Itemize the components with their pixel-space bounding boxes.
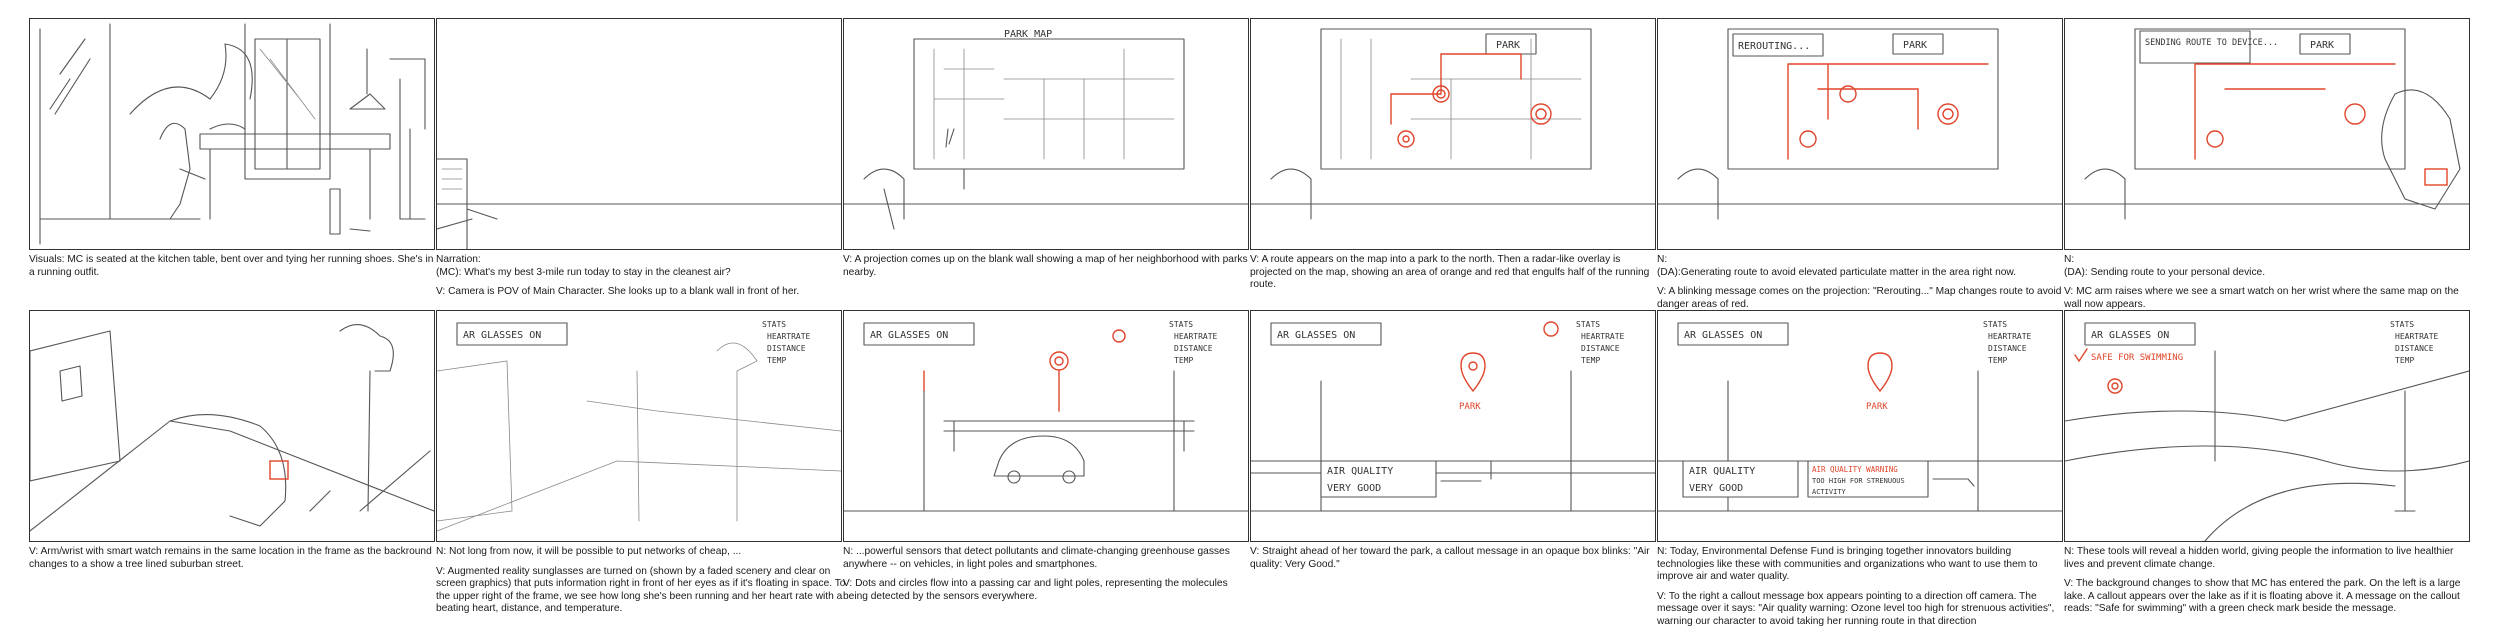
route-map-sketch: PARK: [1251, 28, 1655, 220]
stats-distance: DISTANCE: [1174, 344, 1213, 353]
panel-7-caption: V: Arm/wrist with smart watch remains in…: [29, 546, 439, 578]
caption-line: V: To the right a callout message box ap…: [1657, 590, 2055, 627]
caption-line: V: Arm/wrist with smart watch remains in…: [29, 546, 432, 570]
stats-temp: TEMP: [1581, 356, 1600, 365]
caption-line: V: Straight ahead of her toward the park…: [1250, 546, 1650, 570]
caption-line: N: ...powerful sensors that detect pollu…: [843, 546, 1230, 570]
map-title: PARK MAP: [1004, 29, 1052, 40]
stats-temp: TEMP: [1174, 356, 1193, 365]
air-quality-sketch: AR GLASSES ON STATS HEARTRATE DISTANCE T…: [1251, 320, 1655, 512]
caption-line: N: Today, Environmental Defense Fund is …: [1657, 546, 2038, 583]
stats-title: STATS: [762, 320, 786, 329]
stats-distance: DISTANCE: [2395, 344, 2434, 353]
caption-line: V: Dots and circles flow into a passing …: [843, 578, 1228, 602]
panel-4-caption: V: A route appears on the map into a par…: [1250, 254, 1660, 299]
street-sketch: [30, 324, 434, 532]
caption-line: N: (DA): Sending route to your personal …: [2064, 254, 2266, 278]
caption-line: N: Not long from now, it will be possibl…: [436, 546, 742, 557]
stats-heartrate: HEARTRATE: [1174, 332, 1218, 341]
panel-3-caption: V: A projection comes up on the blank wa…: [843, 254, 1253, 286]
park-map-sketch: PARK MAP: [844, 29, 1248, 230]
panel-12-frame: AR GLASSES ON STATS HEARTRATE DISTANCE T…: [2064, 310, 2470, 542]
sensors-sketch: AR GLASSES ON STATS HEARTRATE DISTANCE T…: [844, 320, 1248, 512]
caption-line: Narration: (MC): What's my best 3-mile r…: [436, 254, 731, 278]
panel-10-frame: AR GLASSES ON STATS HEARTRATE DISTANCE T…: [1250, 310, 1656, 542]
rerouting-message: REROUTING...: [1738, 41, 1810, 52]
panel-11-caption: N: Today, Environmental Defense Fund is …: [1657, 546, 2067, 636]
panel-5-caption: N: (DA):Generating route to avoid elevat…: [1657, 254, 2067, 318]
map-label: PARK: [1496, 40, 1520, 51]
callout-line-1: AIR QUALITY: [1689, 466, 1755, 477]
warning-line-1: AIR QUALITY WARNING: [1812, 465, 1898, 474]
stats-title: STATS: [1983, 320, 2007, 329]
panel-10-caption: V: Straight ahead of her toward the park…: [1250, 546, 1660, 578]
pin-label: PARK: [1459, 402, 1481, 412]
stats-heartrate: HEARTRATE: [2395, 332, 2439, 341]
caption-line: N: (DA):Generating route to avoid elevat…: [1657, 254, 2017, 278]
lake-sketch: AR GLASSES ON STATS HEARTRATE DISTANCE T…: [2065, 320, 2469, 541]
map-label: PARK: [1903, 40, 1927, 51]
panel-9-frame: AR GLASSES ON STATS HEARTRATE DISTANCE T…: [843, 310, 1249, 542]
caption-line: N: These tools will reveal a hidden worl…: [2064, 546, 2454, 570]
panel-1-caption: Visuals: MC is seated at the kitchen tab…: [29, 254, 439, 286]
panel-2-frame: [436, 18, 842, 250]
caption-line: V: Augmented reality sunglasses are turn…: [436, 565, 846, 615]
panel-1-frame: [29, 18, 435, 250]
caption-line: V: A blinking message comes on the proje…: [1657, 286, 2062, 310]
stats-temp: TEMP: [1988, 356, 2007, 365]
hud-label: AR GLASSES ON: [870, 330, 948, 341]
hud-label: AR GLASSES ON: [463, 330, 541, 341]
warning-line-2: TOO HIGH FOR STRENUOUS: [1812, 477, 1905, 485]
caption-line: V: The background changes to show that M…: [2064, 578, 2461, 615]
panel-4-frame: PARK: [1250, 18, 1656, 250]
caption-line: V: Camera is POV of Main Character. She …: [436, 286, 800, 298]
stats-heartrate: HEARTRATE: [767, 332, 811, 341]
callout-line-2: VERY GOOD: [1327, 483, 1381, 494]
pin-label: PARK: [1866, 402, 1888, 412]
panel-2-caption: Narration: (MC): What's my best 3-mile r…: [436, 254, 846, 306]
air-warning-sketch: AR GLASSES ON STATS HEARTRATE DISTANCE T…: [1658, 320, 2062, 512]
panel-5-frame: REROUTING... PARK: [1657, 18, 2063, 250]
caption-line: Visuals: MC is seated at the kitchen tab…: [29, 254, 434, 278]
kitchen-sketch: [39, 23, 426, 245]
hud-label: AR GLASSES ON: [1684, 330, 1762, 341]
panel-11-frame: AR GLASSES ON STATS HEARTRATE DISTANCE T…: [1657, 310, 2063, 542]
panel-8-caption: N: Not long from now, it will be possibl…: [436, 546, 846, 623]
blank-wall-sketch: [437, 158, 841, 249]
stats-heartrate: HEARTRATE: [1581, 332, 1625, 341]
stats-temp: TEMP: [2395, 356, 2414, 365]
stats-heartrate: HEARTRATE: [1988, 332, 2032, 341]
sending-message: SENDING ROUTE TO DEVICE...: [2145, 38, 2278, 48]
panel-7-frame: [29, 310, 435, 542]
callout-line-2: VERY GOOD: [1689, 483, 1743, 494]
panel-9-caption: N: ...powerful sensors that detect pollu…: [843, 546, 1253, 610]
sending-route-sketch: SENDING ROUTE TO DEVICE... PARK: [2065, 28, 2469, 220]
hud-label: AR GLASSES ON: [1277, 330, 1355, 341]
callout-line-1: AIR QUALITY: [1327, 466, 1393, 477]
hud-label: AR GLASSES ON: [2091, 330, 2169, 341]
stats-distance: DISTANCE: [1581, 344, 1620, 353]
warning-line-3: ACTIVITY: [1812, 488, 1847, 496]
rerouting-map-sketch: REROUTING... PARK: [1658, 28, 2062, 220]
panel-6-frame: SENDING ROUTE TO DEVICE... PARK: [2064, 18, 2470, 250]
caption-line: V: A route appears on the map into a par…: [1250, 254, 1650, 291]
ar-glasses-sketch: AR GLASSES ON STATS HEARTRATE DISTANCE T…: [437, 320, 841, 532]
panel-6-caption: N: (DA): Sending route to your personal …: [2064, 254, 2474, 318]
stats-title: STATS: [1169, 320, 1193, 329]
stats-temp: TEMP: [767, 356, 786, 365]
stats-distance: DISTANCE: [1988, 344, 2027, 353]
panel-3-frame: PARK MAP: [843, 18, 1249, 250]
swim-message: SAFE FOR SWIMMING: [2091, 353, 2183, 363]
panel-8-frame: AR GLASSES ON STATS HEARTRATE DISTANCE T…: [436, 310, 842, 542]
caption-line: V: A projection comes up on the blank wa…: [843, 254, 1248, 278]
stats-title: STATS: [1576, 320, 1600, 329]
caption-line: V: MC arm raises where we see a smart wa…: [2064, 286, 2459, 310]
stats-title: STATS: [2390, 320, 2414, 329]
stats-distance: DISTANCE: [767, 344, 806, 353]
map-label: PARK: [2310, 40, 2334, 51]
panel-12-caption: N: These tools will reveal a hidden worl…: [2064, 546, 2474, 623]
